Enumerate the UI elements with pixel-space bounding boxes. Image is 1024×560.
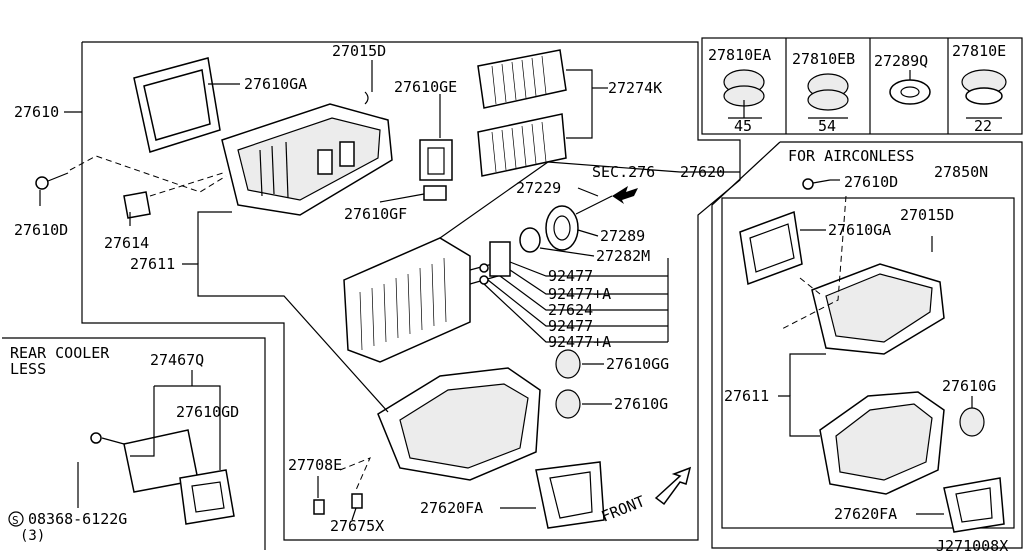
label-27620fa: 27620FA (420, 499, 483, 517)
label-92477plusa-a: 92477+A (548, 285, 611, 303)
label-dim-22: 22 (974, 117, 992, 135)
seal-frame-part (535, 461, 605, 529)
filter-icon (477, 49, 567, 177)
label-92477-a: 92477 (548, 267, 593, 285)
label-27810eb: 27810EB (792, 50, 855, 68)
label-27611: 27611 (130, 255, 175, 273)
assembly-guides (69, 155, 847, 331)
airconless-seal-frame (943, 477, 1005, 533)
airconless-isolator (959, 407, 985, 437)
clip-icon (123, 191, 151, 219)
label-27610ge: 27610GE (394, 78, 457, 96)
label-rear-cooler: REAR COOLER (10, 344, 110, 362)
label-27282m: 27282M (596, 247, 650, 265)
airconless-inner-box (721, 197, 1015, 529)
airconless-lower-case (819, 391, 945, 495)
label-for-airconless: FOR AIRCONLESS (788, 147, 914, 165)
label-92477-b: 92477 (548, 317, 593, 335)
airconless-screw-icon (802, 178, 831, 190)
label-r-27610d: 27610D (844, 173, 898, 191)
rear-cover-part (90, 429, 199, 493)
lower-case-part (377, 367, 541, 481)
small-clip-a (313, 499, 325, 515)
screw-symbol-circle (8, 511, 24, 527)
label-27675x: 27675X (330, 517, 384, 535)
label-r-27611: 27611 (724, 387, 769, 405)
label-27624: 27624 (548, 301, 593, 319)
label-screw-qty: (3) (20, 528, 45, 544)
grommet-table (701, 37, 1023, 135)
label-sec276: SEC.276 (592, 163, 655, 181)
label-diagram-code: J271008X (936, 537, 1008, 555)
label-27467q: 27467Q (150, 351, 204, 369)
main-frame (81, 41, 741, 541)
label-27610g: 27610G (614, 395, 668, 413)
arrow-icon (612, 186, 638, 204)
airconless-upper-case (811, 263, 945, 355)
label-dim-45: 45 (734, 117, 752, 135)
label-27610gf: 27610GF (344, 205, 407, 223)
seal-part (419, 139, 453, 201)
label-dim-54: 54 (818, 117, 836, 135)
valve-part (479, 195, 613, 285)
label-27810e: 27810E (952, 42, 1006, 60)
label-27620: 27620 (680, 163, 725, 181)
label-27015d: 27015D (332, 42, 386, 60)
label-27810ea: 27810EA (708, 46, 771, 64)
label-r-27620fa: 27620FA (834, 505, 897, 523)
label-27610ga: 27610GA (244, 75, 307, 93)
label-27850n: 27850N (934, 163, 988, 181)
rear-seal-part (179, 469, 235, 525)
label-r-27015d: 27015D (900, 206, 954, 224)
airconless-box (711, 141, 1023, 549)
airconless-filter-frame (739, 210, 803, 286)
grommet-icon (723, 69, 1007, 119)
upper-case-part (221, 91, 393, 216)
label-screw-ref: 08368-6122G (28, 510, 127, 528)
label-27610gg: 27610GG (606, 355, 669, 373)
label-27289: 27289 (600, 227, 645, 245)
front-arrow-icon (654, 466, 692, 506)
label-27274k: 27274K (608, 79, 662, 97)
screw-icon (35, 172, 69, 190)
label-92477plusa-b: 92477+A (548, 333, 611, 351)
evaporator-part (343, 237, 501, 363)
label-front: FRONT (599, 492, 648, 526)
small-clip-b (351, 493, 363, 509)
label-27708e: 27708E (288, 456, 342, 474)
leader-lines (39, 60, 973, 521)
label-r-27610g: 27610G (942, 377, 996, 395)
label-27610d: 27610D (14, 221, 68, 239)
label-27610: 27610 (14, 103, 59, 121)
rear-cooler-box (2, 337, 266, 550)
label-screw-symbol: S (12, 514, 19, 527)
isolator-part (555, 349, 581, 419)
label-27614: 27614 (104, 234, 149, 252)
label-27229: 27229 (516, 179, 561, 197)
label-r-27610ga: 27610GA (828, 221, 891, 239)
label-27289q: 27289Q (874, 52, 928, 70)
label-rear-less: LESS (10, 360, 46, 378)
label-27610gd: 27610GD (176, 403, 239, 421)
filter-frame-part (133, 57, 221, 153)
